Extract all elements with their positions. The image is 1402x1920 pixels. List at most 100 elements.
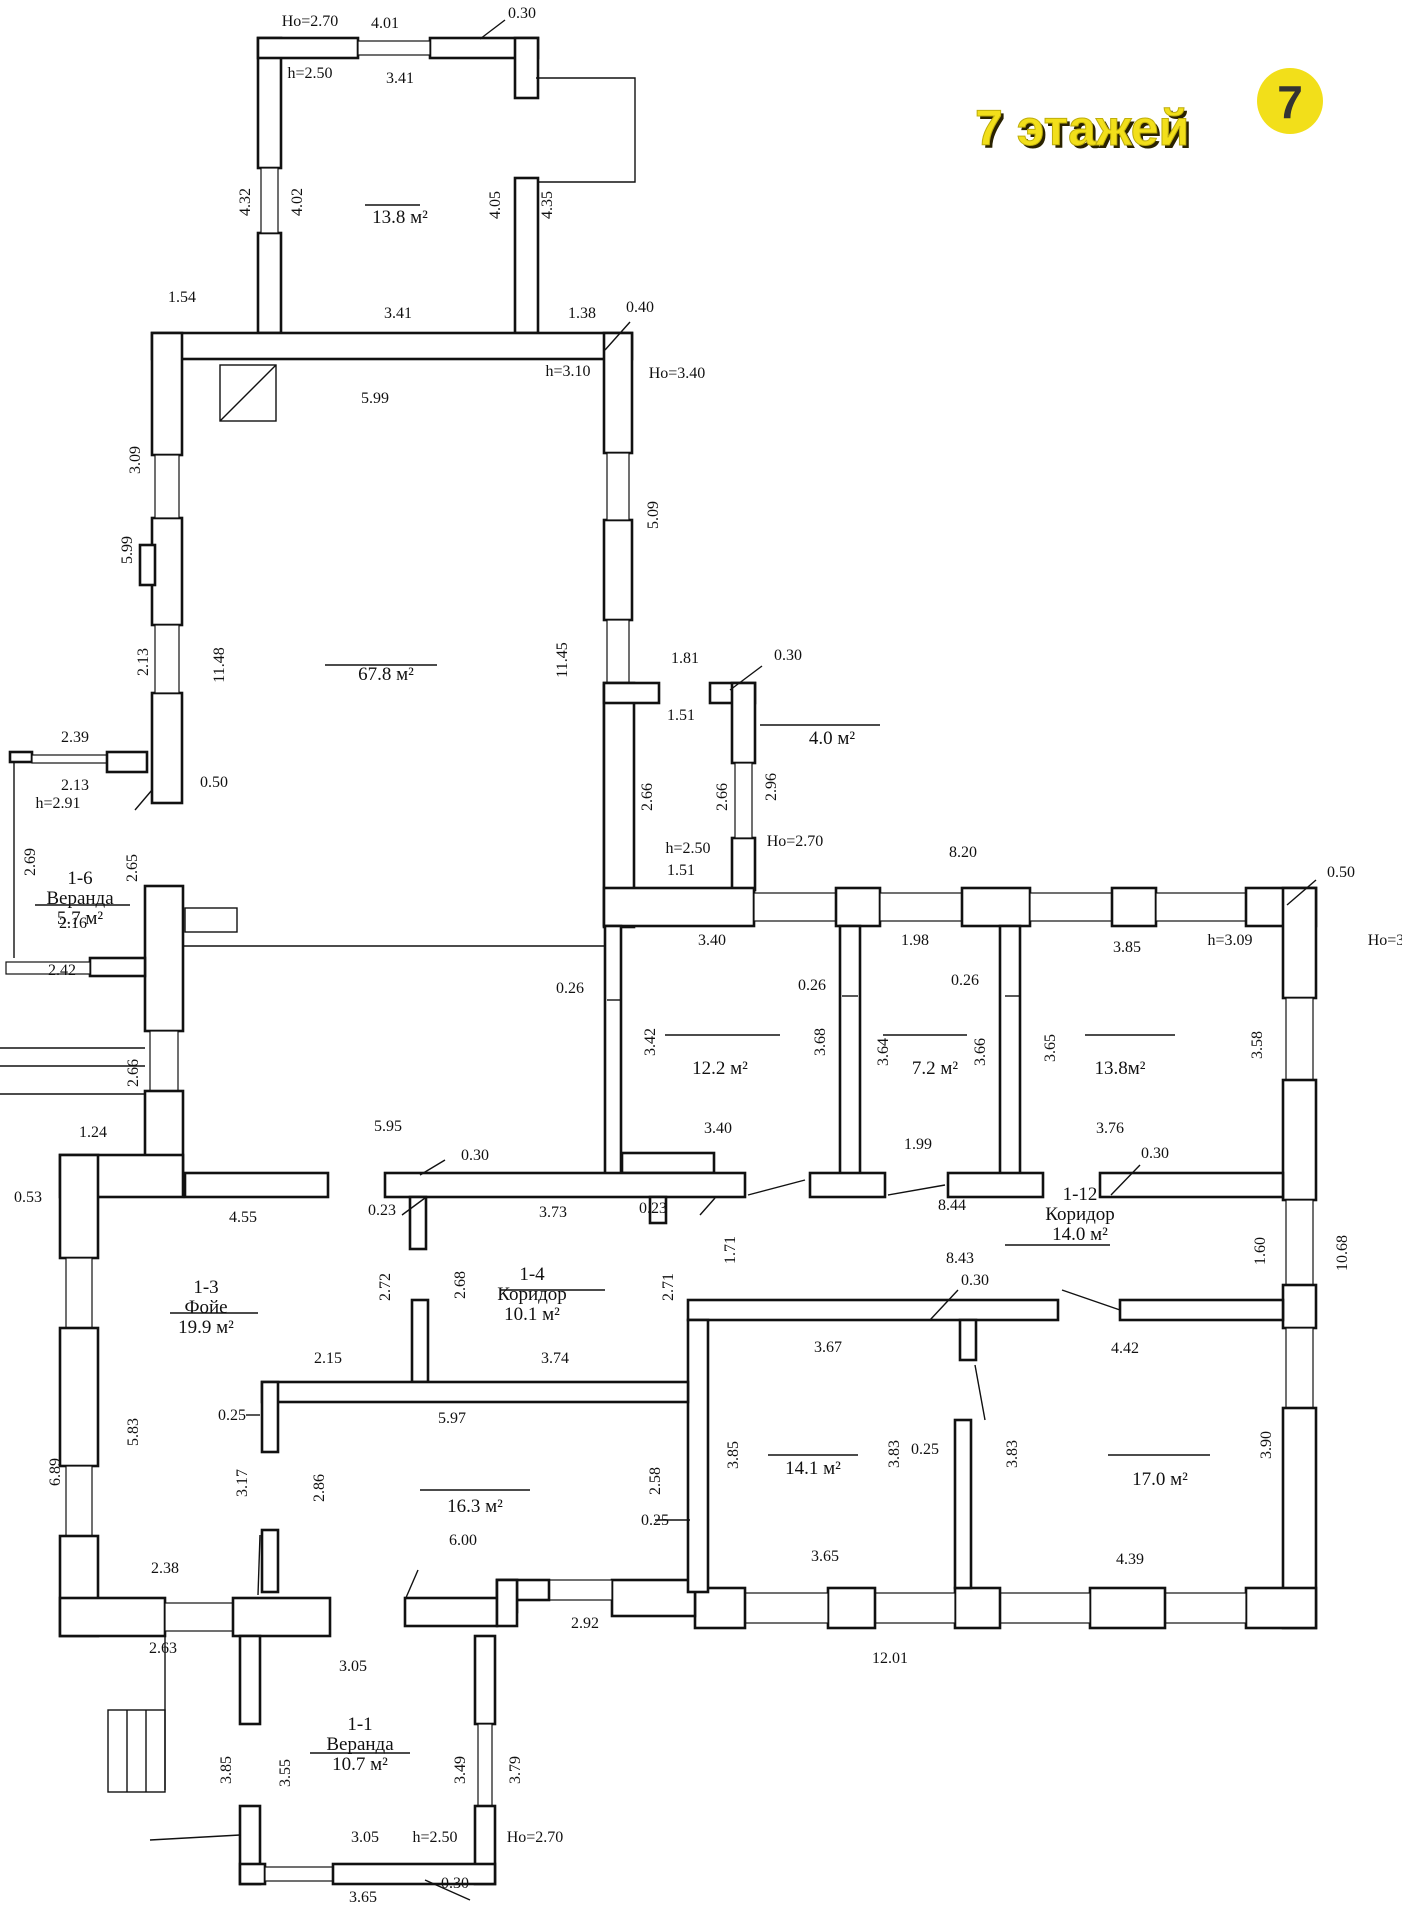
logo-text: 7 этажей <box>975 100 1189 156</box>
dimension-label: 1.60 <box>1252 1237 1269 1265</box>
veranda-walls <box>107 1634 497 1886</box>
room-name: Веранда <box>46 888 114 909</box>
dimension-label: Ho=3.40 <box>649 365 706 382</box>
dimension-label: 4.01 <box>371 15 399 32</box>
left-zone-walls <box>0 750 604 1790</box>
dimension-label: 0.30 <box>441 1875 469 1892</box>
room-id: 1-1 <box>347 1714 372 1735</box>
dimension-label: 1.98 <box>901 932 929 949</box>
dimension-label: 2.65 <box>124 854 141 882</box>
dimension-label: 3.85 <box>1113 939 1141 956</box>
dimension-label: 3.58 <box>1249 1031 1266 1059</box>
hall-walls <box>138 331 634 927</box>
dimension-label: 2.68 <box>452 1271 469 1299</box>
dimension-label: Ho=2.70 <box>282 13 339 30</box>
dimension-label: 2.66 <box>125 1059 142 1087</box>
dimension-label: h=3.10 <box>545 363 590 380</box>
dimension-label: 0.30 <box>1141 1145 1169 1162</box>
dimension-label: 1.99 <box>904 1136 932 1153</box>
dimension-label: 3.05 <box>351 1829 379 1846</box>
dimension-label: 3.40 <box>698 932 726 949</box>
room-area: 5.7 м² <box>57 908 104 929</box>
dimension-label: 3.65 <box>811 1548 839 1565</box>
brand-logo: 7 этажей 7 этажей 7 <box>975 68 1323 159</box>
dimension-label: 12.01 <box>872 1650 908 1667</box>
room-area: 12.2 м² <box>692 1058 748 1079</box>
room-area: 17.0 м² <box>1132 1469 1188 1490</box>
dimension-label: 2.58 <box>647 1467 664 1495</box>
dimension-label: 1.38 <box>568 305 596 322</box>
dimension-label: 2.69 <box>22 848 39 876</box>
dimension-label: Ho=2.70 <box>507 1829 564 1846</box>
logo-badge-digit: 7 <box>1277 76 1303 128</box>
room-area: 67.8 м² <box>358 664 414 685</box>
dimension-label: 8.20 <box>949 844 977 861</box>
dimension-label: 5.83 <box>125 1418 142 1446</box>
dimension-label: 2.92 <box>571 1615 599 1632</box>
logo-badge-icon <box>1257 68 1323 134</box>
dimension-label: 5.95 <box>374 1118 402 1135</box>
dimension-label: 3.65 <box>349 1889 377 1906</box>
room-area: 10.1 м² <box>504 1304 560 1325</box>
dimension-label: 3.55 <box>277 1759 294 1787</box>
dimension-label: 0.50 <box>1327 864 1355 881</box>
dimension-label: h=2.91 <box>35 795 80 812</box>
room-area: 14.1 м² <box>785 1458 841 1479</box>
area-underlines <box>35 204 1210 1754</box>
room-area: 14.0 м² <box>1052 1224 1108 1245</box>
room-area: 19.9 м² <box>178 1317 234 1338</box>
room-id: 1-12 <box>1063 1184 1098 1205</box>
dimension-label: 3.66 <box>972 1038 989 1066</box>
partitions <box>183 924 1285 1594</box>
dimension-label: 3.64 <box>875 1038 892 1066</box>
dimension-label: 3.68 <box>812 1028 829 1056</box>
dimension-label: 0.26 <box>556 980 584 997</box>
dimension-label: 3.41 <box>386 70 414 87</box>
dimension-label: 3.79 <box>507 1756 524 1784</box>
logo-text-shadow: 7 этажей <box>978 103 1192 159</box>
dimension-label: 0.23 <box>639 1200 667 1217</box>
dimension-label: h=3.09 <box>1207 932 1252 949</box>
dimension-label: 2.39 <box>61 729 89 746</box>
dimension-label: 3.41 <box>384 305 412 322</box>
room-id: 1-4 <box>519 1264 545 1285</box>
dimension-label: 3.05 <box>339 1658 367 1675</box>
dimension-label: 0.30 <box>508 5 536 22</box>
room-area: 13.8 м² <box>372 207 428 228</box>
dimension-label: 2.38 <box>151 1560 179 1577</box>
dimension-label: 2.16 <box>59 915 87 932</box>
dimension-label: 4.55 <box>229 1209 257 1226</box>
room-name: Фойе <box>184 1297 227 1318</box>
dimension-label: 0.26 <box>951 972 979 989</box>
room-area: 16.3 м² <box>447 1496 503 1517</box>
dimension-label: 4.35 <box>539 191 556 219</box>
dimension-label: 2.96 <box>763 773 780 801</box>
dimension-label: 3.42 <box>642 1028 659 1056</box>
dimension-label: 0.25 <box>641 1512 669 1529</box>
room-area: 10.7 м² <box>332 1754 388 1775</box>
room-id: 1-6 <box>67 868 92 889</box>
dimension-label: 3.83 <box>886 1440 903 1468</box>
room-id: 1-3 <box>193 1277 218 1298</box>
dimension-label: 11.48 <box>211 647 228 682</box>
dimension-label: 2.66 <box>714 783 731 811</box>
dimension-label: 4.42 <box>1111 1340 1139 1357</box>
dimension-label: 8.44 <box>938 1197 966 1214</box>
dimension-label: 5.97 <box>438 1410 466 1427</box>
dimension-label: 3.65 <box>1042 1034 1059 1062</box>
dimension-label: 3.74 <box>541 1350 569 1367</box>
dimension-label: 0.50 <box>200 774 228 791</box>
dimension-label: 0.53 <box>14 1189 42 1206</box>
dimension-label: 2.72 <box>377 1273 394 1301</box>
dimension-label: 0.26 <box>798 977 826 994</box>
dimension-label: 10.68 <box>1334 1235 1351 1271</box>
dimension-label: 3.67 <box>814 1339 842 1356</box>
dimension-label: 2.66 <box>639 783 656 811</box>
dimension-label: 0.30 <box>961 1272 989 1289</box>
dimension-label: 0.23 <box>368 1202 396 1219</box>
dimension-label: 6.00 <box>449 1532 477 1549</box>
dimension-label: h=2.50 <box>412 1829 457 1846</box>
dimension-label: 0.30 <box>774 647 802 664</box>
